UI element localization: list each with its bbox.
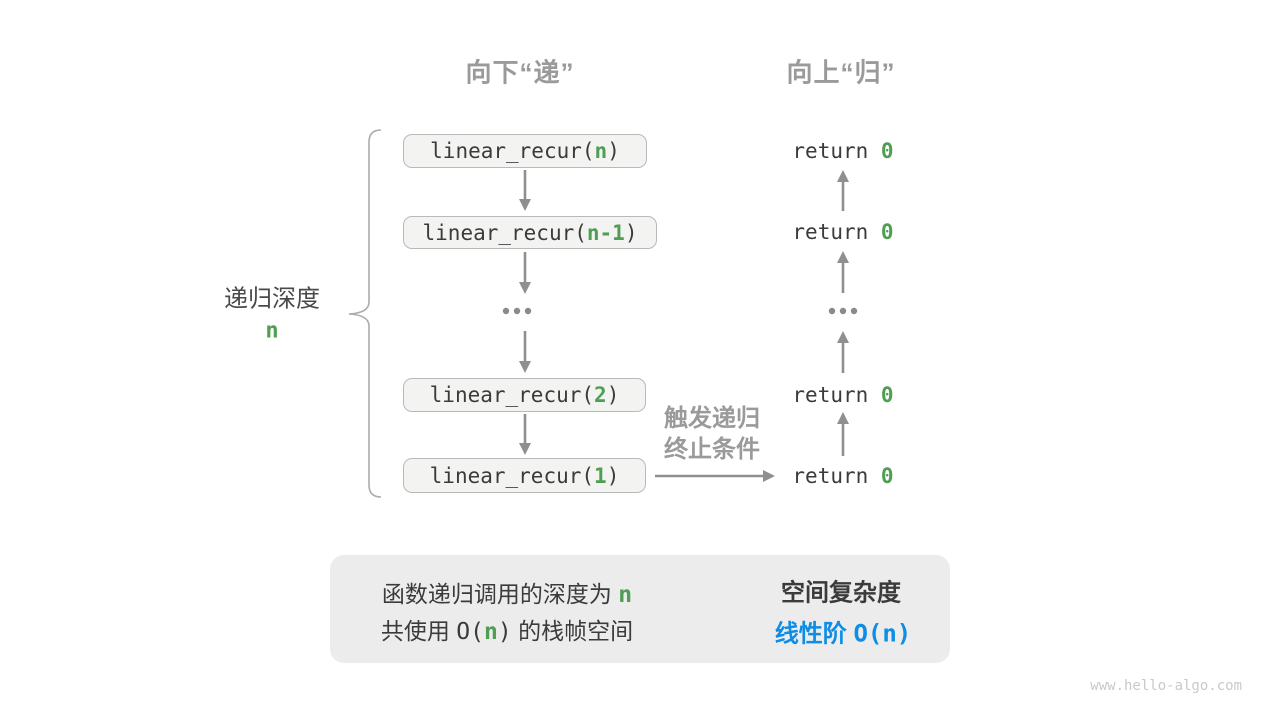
termination-label: 触发递归 终止条件 [664, 403, 760, 465]
termination-label-line1: 触发递归 [664, 405, 760, 432]
call-box-n-1: linear_recur(n-1) [403, 216, 657, 249]
return-statement-3: return 0 [792, 383, 894, 407]
depth-label: 递归深度 [224, 285, 320, 313]
ellipsis-dots-right [828, 307, 858, 315]
watermark: www.hello-algo.com [1090, 678, 1242, 694]
return-statement-4: return 0 [792, 464, 894, 488]
call-box-text: linear_recur(2) [429, 383, 620, 407]
call-box-text: linear_recur(n-1) [422, 220, 638, 245]
call-box-text: linear_recur(n) [430, 139, 620, 163]
call-box-1: linear_recur(1) [403, 458, 646, 493]
header-descend: 向下“递” [465, 57, 575, 88]
header-ascend: 向上“归” [786, 57, 896, 88]
depth-brace [348, 129, 382, 498]
return-statement-1: return 0 [792, 139, 894, 163]
return-statement-2: return 0 [792, 220, 894, 244]
summary-line1: 函数递归调用的深度为 n [381, 581, 633, 608]
space-complexity-title: 空间复杂度 [781, 579, 901, 607]
call-box-text: linear_recur(1) [429, 463, 620, 488]
call-box-2: linear_recur(2) [403, 378, 646, 412]
call-box-n: linear_recur(n) [403, 134, 647, 168]
ellipsis-dots-left [502, 307, 532, 315]
termination-label-line2: 终止条件 [664, 436, 760, 463]
summary-box [330, 555, 950, 663]
depth-value: n [265, 318, 279, 344]
summary-line2: 共使用 O(n) 的栈帧空间 [380, 618, 634, 645]
summary-left-text: 函数递归调用的深度为 n 共使用 O(n) 的栈帧空间 [381, 576, 633, 650]
space-complexity-value: 线性阶 O(n) [774, 619, 912, 648]
